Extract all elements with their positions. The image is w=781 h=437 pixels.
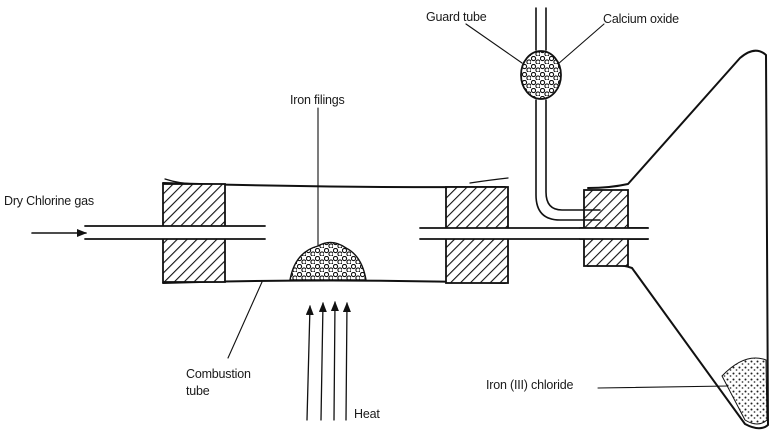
iron-chloride-deposit — [721, 357, 768, 425]
label-combustion: Combustion — [186, 367, 251, 381]
heat-arrows — [305, 301, 351, 421]
label-tube: tube — [186, 384, 210, 398]
label-heat: Heat — [354, 407, 380, 421]
label-dry-chlorine-gas: Dry Chlorine gas — [4, 194, 94, 208]
iron-filings-heap — [289, 241, 367, 281]
label-iron-chloride: Iron (III) chloride — [486, 378, 573, 392]
guard-tube — [535, 7, 601, 221]
label-calcium-oxide: Calcium oxide — [603, 12, 679, 26]
calcium-oxide-bulb — [520, 50, 562, 100]
leader-lines — [227, 23, 729, 389]
inlet-tube — [84, 225, 266, 240]
label-iron-filings: Iron filings — [290, 93, 345, 107]
label-guard-tube: Guard tube — [426, 10, 487, 24]
